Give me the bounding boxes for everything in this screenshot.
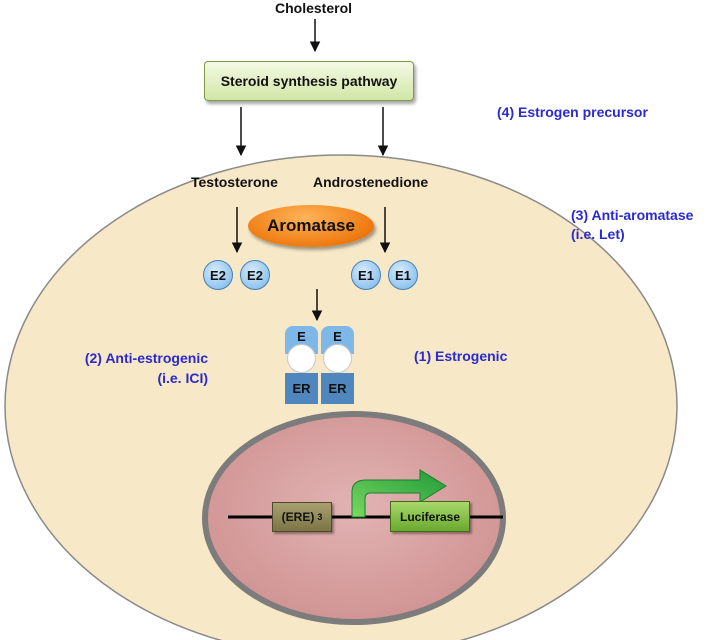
- annotation-anti-estrogenic-line2: (i.e. ICI): [157, 370, 208, 386]
- e2-label: E2: [247, 267, 263, 283]
- annotation-anti-estrogenic-line1: (2) Anti-estrogenic: [84, 350, 208, 366]
- er-receptor: ER: [321, 373, 354, 404]
- transcription-arrow: [351, 469, 447, 518]
- cholesterol-label: Cholesterol: [275, 0, 353, 16]
- estrogen-ligand-label: E: [297, 329, 306, 344]
- er-receptor: ER: [285, 373, 318, 404]
- e1-molecule-2: E1: [388, 260, 418, 290]
- steroid-synthesis-pathway-label: Steroid synthesis pathway: [220, 73, 398, 89]
- annotation-estrogenic: (1) Estrogenic: [414, 348, 508, 364]
- estrogen-receptor-left: E ER: [285, 326, 318, 404]
- steroid-synthesis-pathway-box: Steroid synthesis pathway: [204, 61, 414, 101]
- aromatase-enzyme: Aromatase: [248, 205, 374, 247]
- e1-label: E1: [358, 267, 374, 283]
- androstenedione-label: Androstenedione: [313, 174, 429, 190]
- annotation-anti-estrogenic: (2) Anti-estrogenic (i.e. ICI): [68, 348, 208, 388]
- e2-label: E2: [210, 267, 226, 283]
- e2-molecule-2: E2: [240, 260, 270, 290]
- ere-subscript: 3: [317, 512, 323, 522]
- annotation-anti-aromatase-line1: (3) Anti-aromatase: [571, 207, 694, 223]
- e1-molecule-1: E1: [351, 260, 381, 290]
- e2-molecule-1: E2: [203, 260, 233, 290]
- testosterone-label: Testosterone: [191, 174, 278, 190]
- estrogen-ligand-label: E: [333, 329, 342, 344]
- receptor-binding-pocket: [287, 344, 316, 373]
- e1-label: E1: [395, 267, 411, 283]
- aromatase-label: Aromatase: [267, 216, 355, 235]
- er-label: ER: [328, 381, 347, 396]
- annotation-anti-aromatase: (3) Anti-aromatase (i.e. Let): [571, 206, 693, 244]
- annotation-estrogen-precursor: (4) Estrogen precursor: [497, 104, 648, 120]
- er-label: ER: [292, 381, 311, 396]
- receptor-binding-pocket: [323, 344, 352, 373]
- estrogen-receptor-right: E ER: [321, 326, 354, 404]
- ere-element-box: (ERE) 3: [272, 502, 332, 532]
- ere-label: (ERE): [281, 510, 315, 524]
- luciferase-label: Luciferase: [399, 509, 461, 524]
- annotation-anti-aromatase-line2: (i.e. Let): [571, 226, 625, 242]
- luciferase-reporter-box: Luciferase: [390, 501, 470, 532]
